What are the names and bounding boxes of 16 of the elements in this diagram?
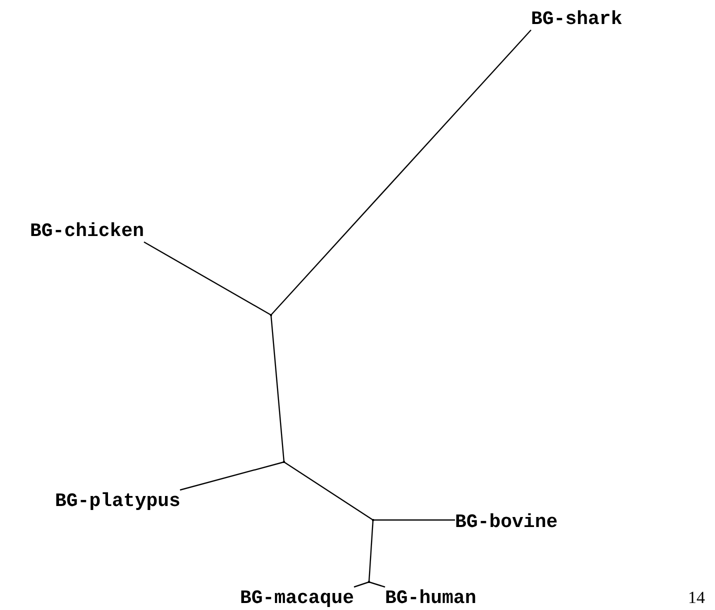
taxon-label: BG-human bbox=[385, 587, 476, 609]
taxon-label: BG-platypus bbox=[55, 490, 180, 512]
branch-line bbox=[270, 30, 532, 316]
taxon-label: BG-shark bbox=[531, 8, 622, 30]
branch-line bbox=[368, 520, 374, 582]
branch-line bbox=[373, 519, 455, 521]
branch-line bbox=[144, 241, 272, 316]
taxon-label: BG-bovine bbox=[455, 511, 558, 533]
taxon-label: BG-chicken bbox=[30, 220, 144, 242]
page-number: 14 bbox=[688, 588, 705, 607]
branch-line bbox=[270, 314, 285, 462]
branch-line bbox=[368, 581, 386, 588]
branch-line bbox=[284, 462, 374, 520]
branch-line bbox=[180, 461, 284, 491]
branch-line bbox=[354, 581, 370, 588]
taxon-label: BG-macaque bbox=[240, 587, 354, 609]
